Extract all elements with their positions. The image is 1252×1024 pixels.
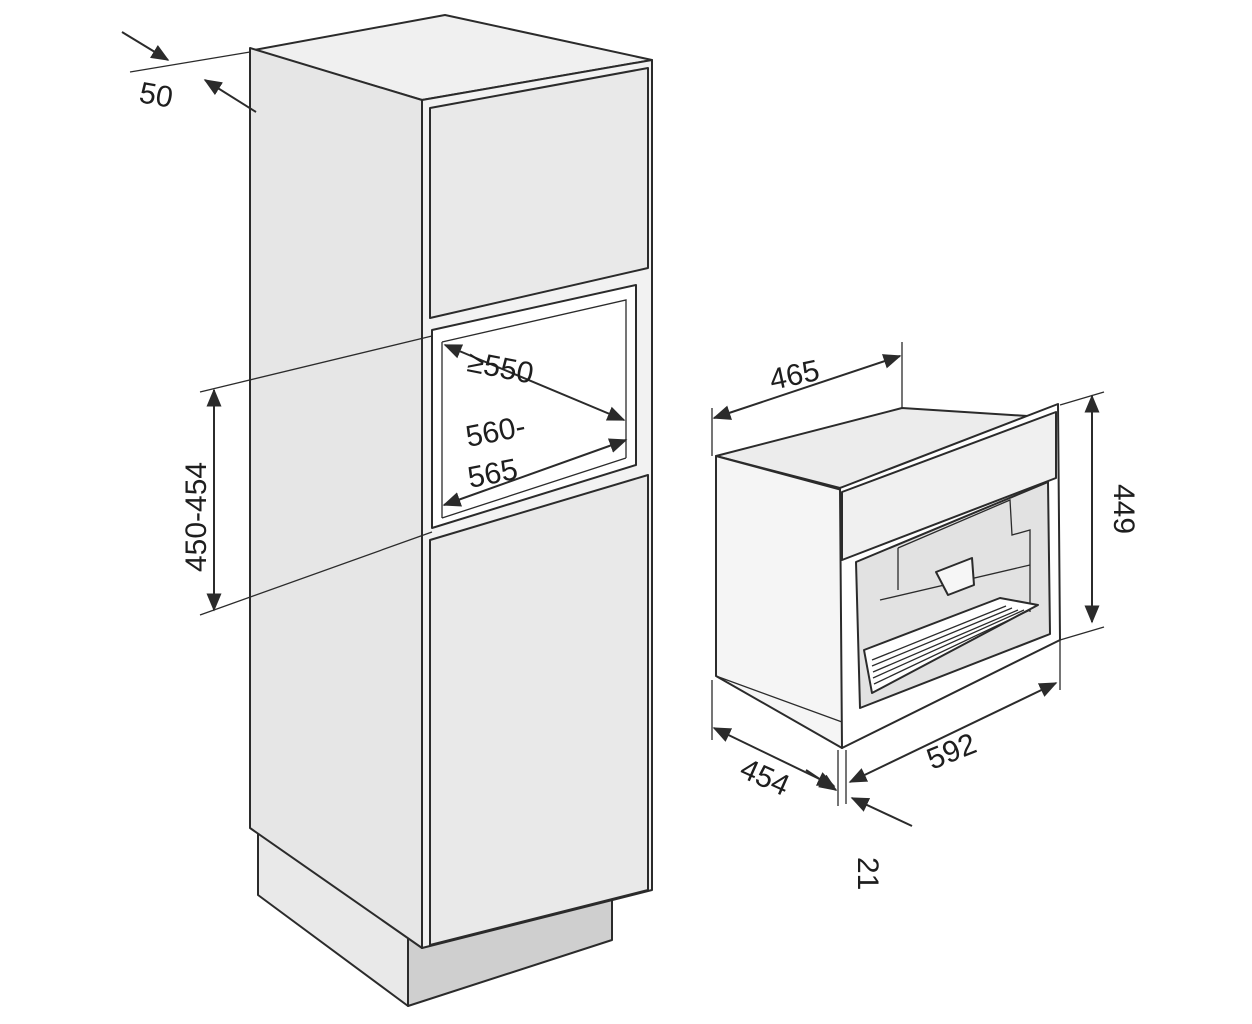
label-width: 592	[922, 727, 981, 776]
drip-tray	[863, 597, 1039, 694]
tall-cabinet	[249, 14, 653, 1007]
label-height: 449	[1107, 484, 1140, 534]
coffee-machine	[715, 403, 1061, 749]
cabinet-lower-door	[429, 474, 649, 946]
dimension-front-panel: 21	[805, 769, 913, 890]
dispenser-spout	[935, 557, 975, 596]
appliance-control-strip	[841, 411, 1057, 561]
cabinet-upper-door	[429, 67, 649, 319]
label-depth-side: 454	[735, 752, 794, 803]
dimension-niche-height: 450-454	[180, 335, 433, 616]
label-niche-height: 450-454	[180, 462, 213, 572]
label-side-gap: 50	[137, 76, 176, 114]
drip-tray-grille	[871, 605, 1031, 685]
label-front-panel: 21	[851, 857, 884, 890]
label-depth-top: 465	[767, 354, 823, 397]
appliance-housing-side	[715, 455, 843, 749]
appliance-side-bottom-edge	[715, 675, 843, 723]
dimension-side-gap: 50	[121, 31, 257, 115]
cabinet-side-panel	[249, 47, 423, 949]
dimension-appliance-height: 449	[1059, 391, 1140, 641]
